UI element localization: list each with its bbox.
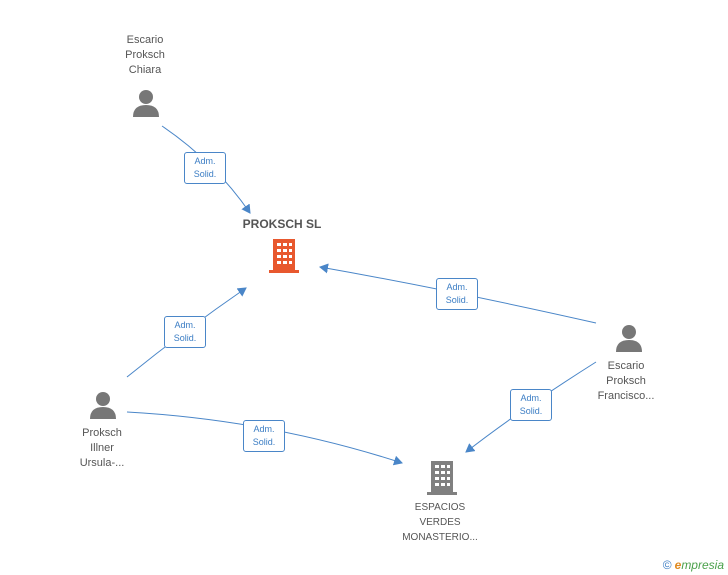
person-icon[interactable]: [614, 323, 644, 353]
edge-badge-francisco-proksch: Adm. Solid.: [436, 278, 478, 310]
person-escario-francisco-name[interactable]: Escario Proksch Francisco...: [597, 360, 655, 402]
building-icon[interactable]: [268, 238, 300, 274]
person-proksch-ursula-name[interactable]: Proksch Illner Ursula-...: [79, 427, 125, 469]
person-icon[interactable]: [88, 390, 118, 420]
company-espacios-name[interactable]: ESPACIOS VERDES MONASTERIO...: [402, 502, 478, 543]
brand-logo-text: mpresia: [681, 558, 724, 572]
footer-brand: ©empresia: [663, 558, 724, 572]
person-icon[interactable]: [131, 88, 161, 118]
company-proksch-sl-name[interactable]: PROKSCH SL: [242, 217, 322, 231]
copyright-icon: ©: [662, 558, 672, 572]
brand-logo-initial: e: [674, 558, 682, 572]
edge-badge-chiara: Adm. Solid.: [184, 152, 226, 184]
building-icon[interactable]: [426, 460, 458, 496]
edge-badge-francisco-espacios: Adm. Solid.: [510, 389, 552, 421]
edge-badge-ursula-espacios: Adm. Solid.: [243, 420, 285, 452]
person-escario-chiara-name[interactable]: Escario Proksch Chiara: [125, 34, 165, 76]
edge-badge-ursula-proksch: Adm. Solid.: [164, 316, 206, 348]
